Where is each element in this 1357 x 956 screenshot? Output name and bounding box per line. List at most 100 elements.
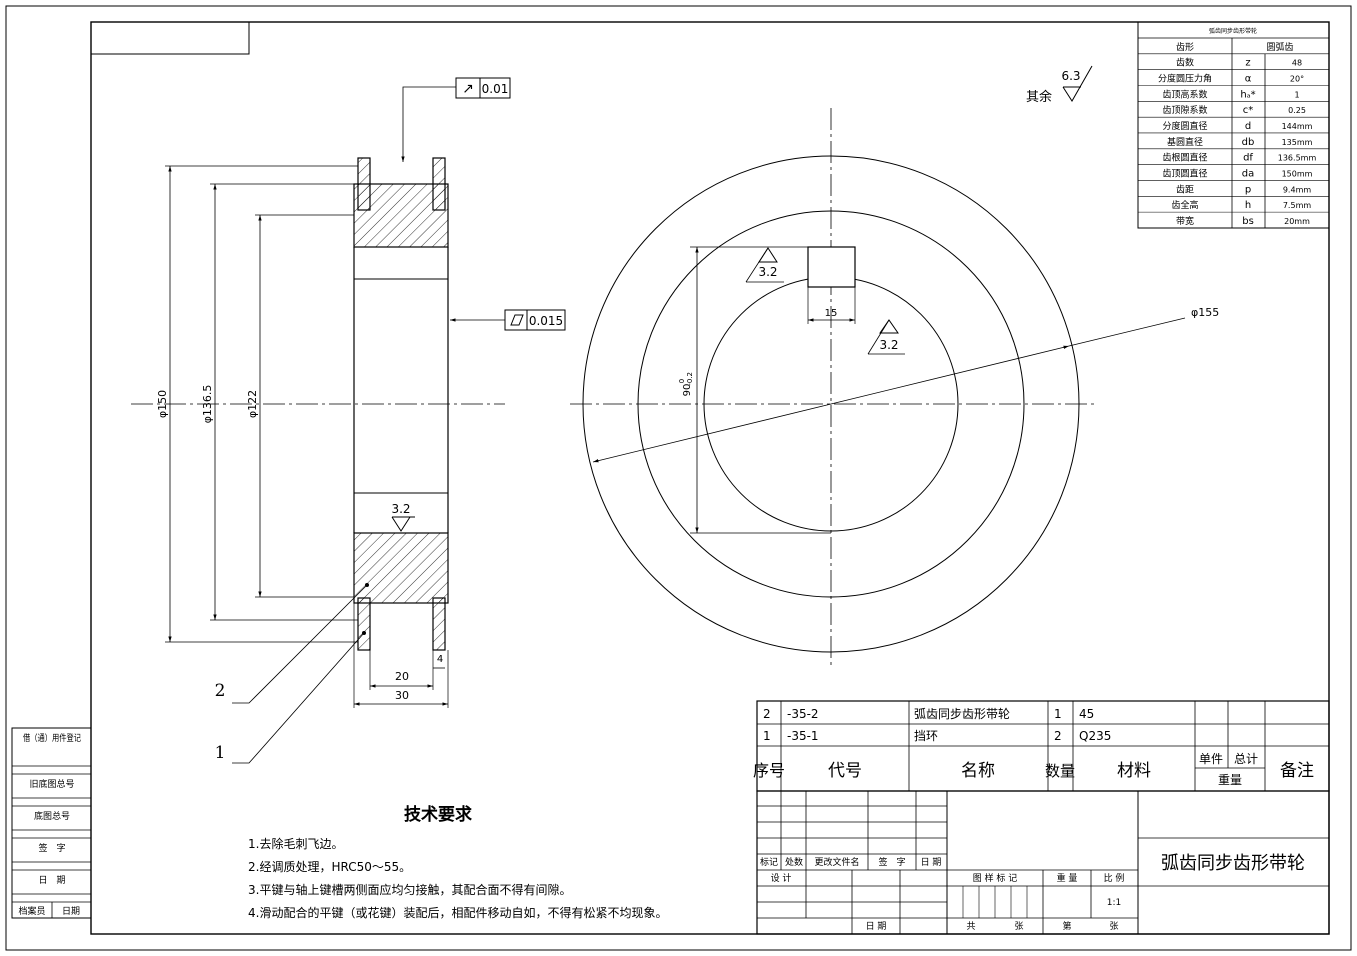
- gear-param-name: 分度圆压力角: [1158, 72, 1212, 84]
- upper-left-flange: [357, 157, 371, 211]
- gear-param-name: 齿形: [1176, 41, 1194, 53]
- tb-signature: 签 字: [878, 856, 905, 868]
- callout-leaders: [232, 584, 368, 764]
- bom-row-2-material: 45: [1079, 707, 1094, 721]
- tb-design: 设 计: [771, 872, 792, 884]
- bom-header-single: 单件: [1199, 752, 1223, 766]
- general-roughness: 其余 6.3: [1026, 65, 1093, 105]
- gear-param-value: 圆弧齿: [1266, 41, 1293, 53]
- panel-archivist: 档案员: [18, 905, 45, 917]
- panel-borrow-register: 借（通）用件登记: [23, 732, 81, 744]
- roughness-keyway-top-value: 3.2: [758, 265, 777, 279]
- bom-row-1-qty: 2: [1054, 729, 1062, 743]
- dim-d122: φ122: [246, 390, 259, 418]
- tb-sheet-no: 第: [1062, 920, 1071, 932]
- bom-header-weight: 重量: [1218, 773, 1242, 787]
- gear-param-value: 135mm: [1282, 138, 1313, 147]
- dim-key-depth-tol-bottom: -0.2: [686, 372, 694, 386]
- tb-sheets-unit: 张: [1014, 921, 1023, 932]
- flatness-value: 0.015: [529, 314, 563, 328]
- gear-param-value: 48: [1292, 59, 1302, 68]
- gear-param-name: 基圆直径: [1167, 136, 1203, 148]
- tb-weight: 重 量: [1057, 872, 1078, 884]
- panel-base-no: 底图总号: [34, 810, 70, 822]
- runout-value: 0.01: [482, 82, 509, 96]
- gear-param-symbol: c*: [1243, 105, 1254, 116]
- gear-param-symbol: df: [1243, 153, 1253, 164]
- bom-header-name: 名称: [961, 761, 995, 781]
- gear-param-value: 20mm: [1284, 217, 1310, 226]
- tb-sheet-unit: 张: [1109, 921, 1118, 932]
- tb-stage-mark: 图 样 标 记: [973, 872, 1018, 884]
- gear-param-value: 1: [1294, 90, 1299, 99]
- gear-param-name: 齿根圆直径: [1162, 152, 1207, 164]
- panel-old-base-no: 旧底图总号: [29, 778, 74, 790]
- roughness-keyway-bottom-value: 3.2: [879, 338, 898, 352]
- lower-hub-section: [353, 532, 449, 604]
- tech-req-item-1: 1.去除毛刺飞边。: [248, 836, 343, 851]
- gear-param-symbol: bs: [1242, 216, 1254, 227]
- gear-table-title: 弧齿同步齿形带轮: [1209, 27, 1257, 35]
- tb-change-doc: 更改文件名: [814, 856, 859, 868]
- gear-param-name: 齿顶隙系数: [1162, 104, 1207, 116]
- gear-param-symbol: p: [1245, 184, 1251, 195]
- runout-tolerance: ↗ 0.01: [401, 77, 511, 162]
- gear-param-symbol: db: [1242, 137, 1255, 148]
- tb-date-col: 日 期: [921, 857, 942, 868]
- tech-req-item-3: 3.平键与轴上键槽两侧面应均匀接触，其配合面不得有间隙。: [248, 882, 571, 897]
- lower-right-flange: [432, 597, 446, 651]
- lower-left-flange: [357, 597, 371, 651]
- outer-circle: [582, 155, 1080, 653]
- tb-date: 日 期: [866, 921, 887, 932]
- tb-scale: 1:1: [1107, 898, 1121, 908]
- dim-w30: 30: [395, 689, 409, 702]
- gear-param-name: 齿数: [1176, 57, 1194, 69]
- tb-total-sheets: 共: [966, 921, 975, 932]
- tb-mark: 标记: [760, 856, 778, 868]
- keyway: [807, 246, 856, 288]
- roughness-other-label: 其余: [1026, 89, 1052, 105]
- gear-param-symbol: α: [1245, 73, 1252, 84]
- gear-param-name: 分度圆直径: [1162, 120, 1207, 132]
- bom-row-2-code: -35-2: [787, 707, 819, 721]
- roughness-bore: 3.2: [391, 502, 415, 532]
- dim-key-width: 15: [825, 308, 838, 319]
- gear-param-value: 144mm: [1282, 122, 1313, 131]
- roughness-keyway-top: 3.2: [745, 247, 784, 283]
- callout-part-1: 1: [215, 743, 226, 763]
- panel-signature: 签 字: [38, 842, 65, 854]
- gear-param-name: 带宽: [1176, 215, 1194, 227]
- gear-param-value: 0.25: [1288, 106, 1306, 115]
- flatness-tolerance: 0.015: [450, 309, 566, 331]
- bom-row-1-code: -35-1: [787, 729, 819, 743]
- gear-param-value: 9.4mm: [1283, 185, 1312, 194]
- tech-req-title: 技术要求: [404, 804, 472, 825]
- front-view: 15 90 0 -0.2 φ155 3.2 3.2: [570, 108, 1219, 668]
- dim-d150: φ150: [156, 390, 169, 418]
- gear-param-name: 齿距: [1176, 184, 1194, 195]
- sheet-frames: [5, 5, 1352, 951]
- gear-param-value: 7.5mm: [1283, 201, 1312, 210]
- gear-param-name: 齿全高: [1171, 199, 1198, 211]
- gear-param-symbol: z: [1245, 58, 1250, 69]
- upper-right-flange: [432, 157, 446, 211]
- bom-row-1-name: 挡环: [914, 729, 938, 743]
- bom-header-code: 代号: [828, 761, 862, 781]
- dim-d136-5: φ136.5: [201, 385, 214, 424]
- tech-requirements: 技术要求 1.去除毛刺飞边。 2.经调质处理，HRC50～55。 3.平键与轴上…: [248, 804, 667, 920]
- bom-row-1-material: Q235: [1079, 729, 1111, 743]
- flatness-icon: [510, 314, 524, 326]
- left-register-panel: [11, 727, 92, 919]
- bom-row-2-no: 2: [763, 707, 771, 721]
- gear-param-value: 136.5mm: [1278, 154, 1317, 163]
- bom-header-material: 材料: [1117, 761, 1151, 781]
- bom-row-2-name: 弧齿同步齿形带轮: [914, 707, 1010, 721]
- bom-header-qty: 数量: [1045, 762, 1075, 780]
- tb-drawing-name: 弧齿同步齿形带轮: [1161, 853, 1305, 874]
- bom-header-total: 总计: [1234, 752, 1258, 766]
- gear-param-value: 20°: [1290, 74, 1304, 83]
- panel-archive-date: 日期: [62, 906, 80, 917]
- roughness-other-value: 6.3: [1061, 69, 1080, 83]
- section-view: φ150 φ136.5 φ122 20 30 4 ↗ 0.01 0.015 3.…: [131, 77, 566, 764]
